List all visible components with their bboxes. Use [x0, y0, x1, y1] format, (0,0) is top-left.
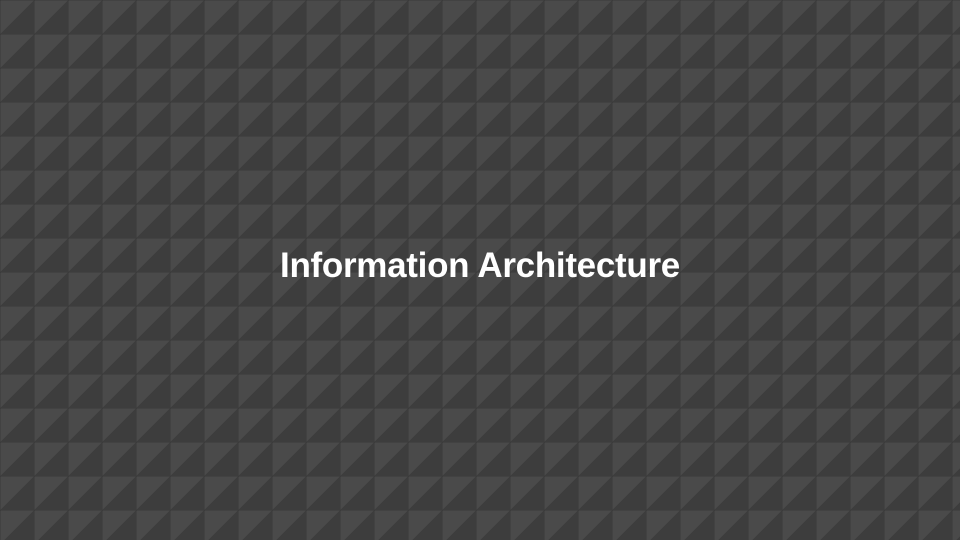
slide-title: Information Architecture — [280, 246, 680, 285]
